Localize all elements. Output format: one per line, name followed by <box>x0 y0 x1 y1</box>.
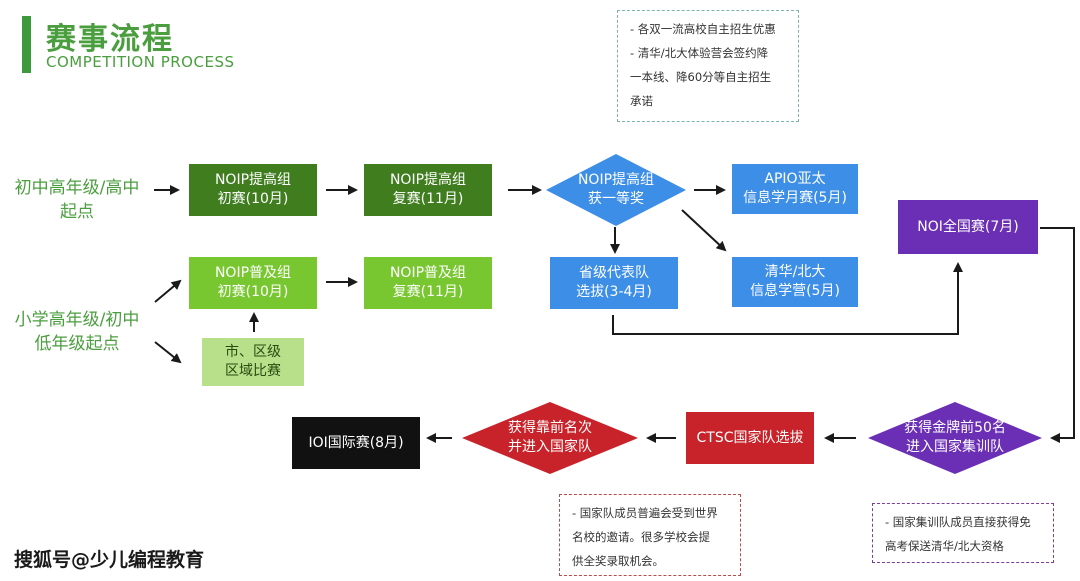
noi-national-box: NOI全国赛(7月) <box>898 200 1038 254</box>
national-team-diamond: 获得靠前名次 并进入国家队 <box>460 400 640 476</box>
note-national-team-benefits: - 国家队成员普遍会受到世界 名校的邀请。很多学校会提 供全奖录取机会。 <box>559 494 741 576</box>
thu-pku-camp-box: 清华/北大 信息学营(5月) <box>732 257 858 307</box>
ctsc-selection-box: CTSC国家队选拔 <box>686 412 814 464</box>
province-team-box: 省级代表队 选拔(3-4月) <box>550 257 678 309</box>
note-training-team-benefits: - 国家集训队成员直接获得免 高考保送清华/北大资格 <box>872 503 1054 563</box>
page-subtitle: COMPETITION PROCESS <box>46 53 235 71</box>
noip-popular-prelim-box: NOIP普及组 初赛(10月) <box>189 257 317 309</box>
ioi-international-box: IOI国际赛(8月) <box>292 417 420 469</box>
noip-advanced-final-box: NOIP提高组 复赛(11月) <box>364 164 492 216</box>
noip-advanced-prelim-box: NOIP提高组 初赛(10月) <box>189 164 317 216</box>
arrow-low-to-pop-prelim <box>154 279 182 303</box>
noip-advanced-first-prize-diamond: NOIP提高组 获一等奖 <box>544 152 688 228</box>
arrow-province-to-noi <box>612 262 963 335</box>
arrow-noi-to-top50 <box>1040 227 1075 443</box>
noip-popular-final-box: NOIP普及组 复赛(11月) <box>364 257 492 309</box>
arrow-low-to-city <box>154 341 182 364</box>
watermark-text: 搜狐号@少儿编程教育 <box>14 549 205 571</box>
apio-box: APIO亚太 信息学月赛(5月) <box>732 164 858 214</box>
arrow-first-to-thu <box>681 209 727 252</box>
city-district-contest-box: 市、区级 区域比赛 <box>202 338 304 386</box>
source-label-high-school: 初中高年级/高中 起点 <box>14 178 140 222</box>
source-label-primary-school: 小学高年级/初中 低年级起点 <box>14 310 140 354</box>
title-accent-bar <box>22 16 31 73</box>
page-title: 赛事流程 <box>46 22 174 57</box>
note-university-benefits: - 各双一流高校自主招生优惠 - 清华/北大体验营会签约降 一本线、降60分等自… <box>617 10 799 122</box>
top50-training-team-diamond: 获得金牌前50名 进入国家集训队 <box>866 400 1044 476</box>
